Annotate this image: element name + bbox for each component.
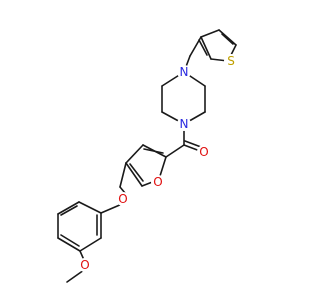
bond	[60, 205, 78, 216]
piperazine-nitrogen-bottom-atom: N	[177, 117, 191, 131]
bond	[200, 36, 212, 60]
bond	[200, 29, 220, 38]
sulfur-atom: S	[224, 54, 238, 68]
bond	[129, 163, 144, 182]
piperazine-nitrogen-top-atom: N	[177, 65, 191, 79]
bond	[184, 140, 202, 148]
sulfur-label: S	[227, 54, 235, 68]
bond	[60, 234, 80, 247]
atom-label-background	[151, 175, 165, 189]
bond	[79, 237, 102, 252]
bond	[78, 201, 102, 214]
bond	[159, 156, 167, 177]
carbonyl-oxygen-label: O	[199, 145, 208, 159]
bond	[100, 203, 123, 214]
ether-oxygen-atom: O	[116, 192, 130, 206]
atom-label-background	[197, 145, 211, 159]
atom-label-background	[116, 192, 130, 206]
atom-label-background	[177, 65, 191, 79]
atom-label-layer: S N N O O O O	[78, 54, 238, 272]
bond	[57, 237, 81, 252]
bond	[125, 162, 143, 187]
bond	[218, 29, 237, 46]
bond	[221, 33, 234, 45]
atom-label-background	[224, 54, 238, 68]
bond	[119, 186, 126, 194]
atom-label-background	[177, 117, 191, 131]
bond	[66, 269, 85, 283]
furan-oxygen-atom: O	[151, 175, 165, 189]
carbonyl-oxygen-atom: O	[197, 145, 211, 159]
atom-label-background	[78, 258, 92, 272]
bond	[57, 201, 80, 215]
ether-oxygen-label: O	[118, 192, 127, 206]
methoxy-oxygen-atom: O	[78, 258, 92, 272]
furan-oxygen-label: O	[153, 175, 162, 189]
bond	[165, 144, 185, 158]
bond	[189, 36, 202, 57]
structure-canvas: S N N O O O O	[57, 29, 238, 283]
nitrogen-top-label: N	[180, 65, 189, 79]
bond	[119, 162, 127, 188]
bond	[143, 148, 164, 154]
bond	[125, 144, 144, 164]
bond	[198, 39, 208, 56]
nitrogen-bottom-label: N	[180, 117, 189, 131]
structure-svg: S N N O O O O	[57, 29, 238, 283]
methoxy-oxygen-label: O	[80, 258, 89, 272]
